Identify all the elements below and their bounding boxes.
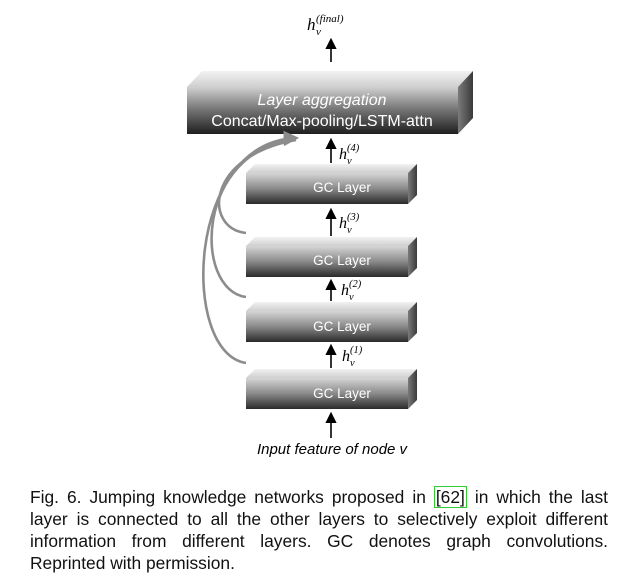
gc-layer-1: GC Layer xyxy=(246,369,417,409)
h4-sup: (4) xyxy=(347,143,360,154)
gc-layer-3: GC Layer xyxy=(246,237,417,277)
h2-label: h v (2) xyxy=(341,279,362,303)
layer-aggregation-box: Layer aggregation Concat/Max-pooling/LST… xyxy=(187,71,473,134)
caption-text-start: Fig. 6. Jumping knowledge networks propo… xyxy=(30,487,434,507)
h2-base: h xyxy=(341,282,349,299)
final-output-base: h xyxy=(307,15,316,34)
gc-layer-2-label: GC Layer xyxy=(313,319,371,334)
gc-layer-4-label: GC Layer xyxy=(313,180,371,195)
final-output-sup: (final) xyxy=(316,13,344,25)
h3-sup: (3) xyxy=(347,212,360,223)
aggregation-methods: Concat/Max-pooling/LSTM-attn xyxy=(211,113,432,130)
h1-base: h xyxy=(342,348,350,365)
figure-caption: Fig. 6. Jumping knowledge networks propo… xyxy=(30,486,608,574)
input-feature-label: Input feature of node v xyxy=(257,441,409,458)
gc-layer-2: GC Layer xyxy=(246,302,417,342)
h3-label: h v (3) xyxy=(339,212,360,236)
final-output-sub: v xyxy=(316,26,321,38)
skip-connection-layer3 xyxy=(217,138,297,235)
h4-label: h v (4) xyxy=(339,143,360,167)
h2-sub: v xyxy=(349,292,354,303)
aggregation-title: Layer aggregation xyxy=(258,92,387,109)
h1-sup: (1) xyxy=(350,345,363,356)
final-output-label: h v (final) xyxy=(307,13,344,38)
gc-layer-3-label: GC Layer xyxy=(313,253,371,268)
skip-connections xyxy=(202,130,300,365)
caption-text-end: in which the last layer is connected to … xyxy=(30,487,608,573)
h1-label: h v (1) xyxy=(342,345,363,369)
h1-sub: v xyxy=(350,358,355,369)
gc-layer-4: GC Layer xyxy=(246,164,417,204)
citation-link[interactable]: [62] xyxy=(433,486,467,508)
h3-sub: v xyxy=(347,225,352,236)
h4-base: h xyxy=(339,146,347,163)
jumping-knowledge-diagram: h v (final) Layer aggregation Concat/Max… xyxy=(187,13,473,458)
h2-sup: (2) xyxy=(349,279,362,290)
h3-base: h xyxy=(339,215,347,232)
gc-layer-1-label: GC Layer xyxy=(313,386,371,401)
h4-sub: v xyxy=(347,156,352,167)
